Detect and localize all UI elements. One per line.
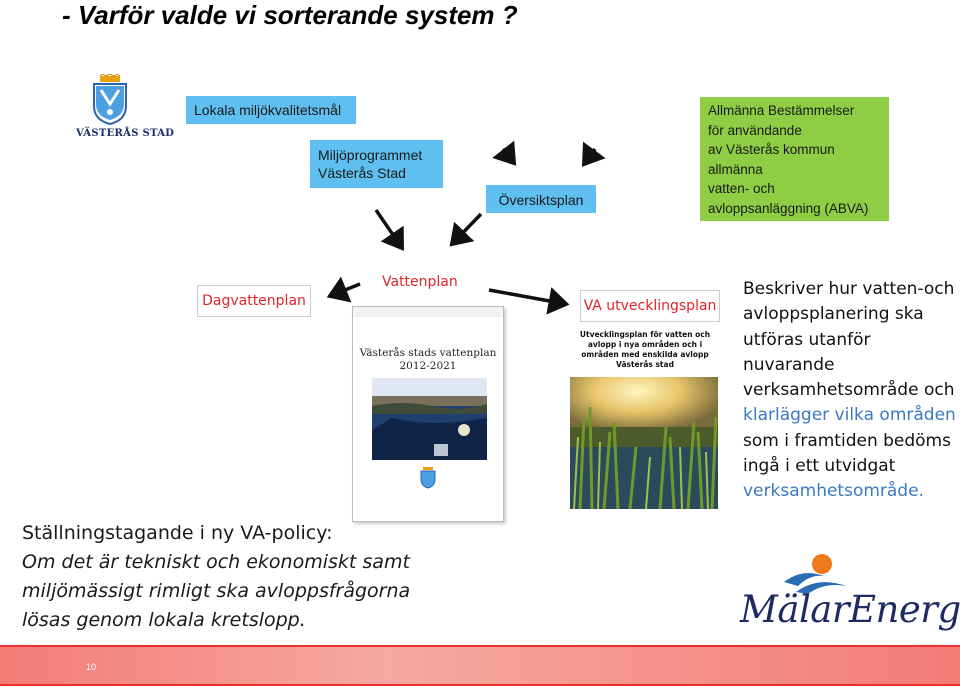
policy-line: Om det är tekniskt och ekonomiskt samt: [22, 548, 452, 577]
label-dagvattenplan: Dagvattenplan: [197, 285, 311, 317]
doc-crest-icon: [419, 467, 437, 489]
label-va-utvecklingsplan: VA utvecklingsplan: [580, 290, 720, 322]
description-highlight1: klarlägger vilka områden: [743, 405, 956, 425]
arrow-to-dagvattenplan: [330, 284, 360, 296]
doc-va-utvecklingsplan: Utvecklingsplan för vatten och avlopp i …: [570, 330, 720, 510]
page-number: 10: [86, 662, 96, 672]
description-part3: som i framtiden bedöms ingå i ett utvidg…: [743, 431, 951, 476]
doc-vattenplan-years: 2012-2021: [353, 360, 503, 373]
arrow-small-right: [584, 149, 595, 164]
arrow-small-left: [503, 149, 514, 163]
description-highlight2: verksamhetsområde.: [743, 481, 924, 501]
label-vattenplan: Vattenplan: [382, 274, 458, 290]
policy-heading: Ställningstagande i ny VA-policy:: [22, 519, 452, 548]
doc-vattenplan-title: Västerås stads vattenplan: [353, 347, 503, 360]
malarenergi-logo: MälarEnergi: [738, 552, 908, 638]
doc-vattenplan: Västerås stads vattenplan 2012-2021: [352, 306, 504, 522]
description-part1: Beskriver hur vatten-och avloppsplanerin…: [743, 279, 955, 400]
description-text: Beskriver hur vatten-och avloppsplanerin…: [743, 277, 958, 505]
doc-va-line: områden med enskilda avlopp: [570, 350, 720, 360]
arrow-oversikt-to-vattenplan: [452, 214, 481, 244]
doc-va-line: Utvecklingsplan för vatten och: [570, 330, 720, 340]
doc-va-line: Västerås stad: [570, 360, 720, 370]
arrow-miljoprogram-to-vattenplan: [376, 210, 402, 248]
policy-line: miljömässigt rimligt ska avloppsfrågorna: [22, 577, 452, 606]
doc-va-line: avlopp i nya områden och i: [570, 340, 720, 350]
footer-highlight: [0, 647, 960, 684]
reed-lake-photo-icon: [570, 377, 718, 509]
arrow-to-va-plan: [489, 290, 566, 304]
policy-line: lösas genom lokala kretslopp.: [22, 606, 452, 635]
malarenergi-text: MälarEnergi: [740, 588, 960, 631]
lake-photo-icon: [372, 378, 487, 460]
policy-text: Ställningstagande i ny VA-policy: Om det…: [22, 519, 452, 635]
